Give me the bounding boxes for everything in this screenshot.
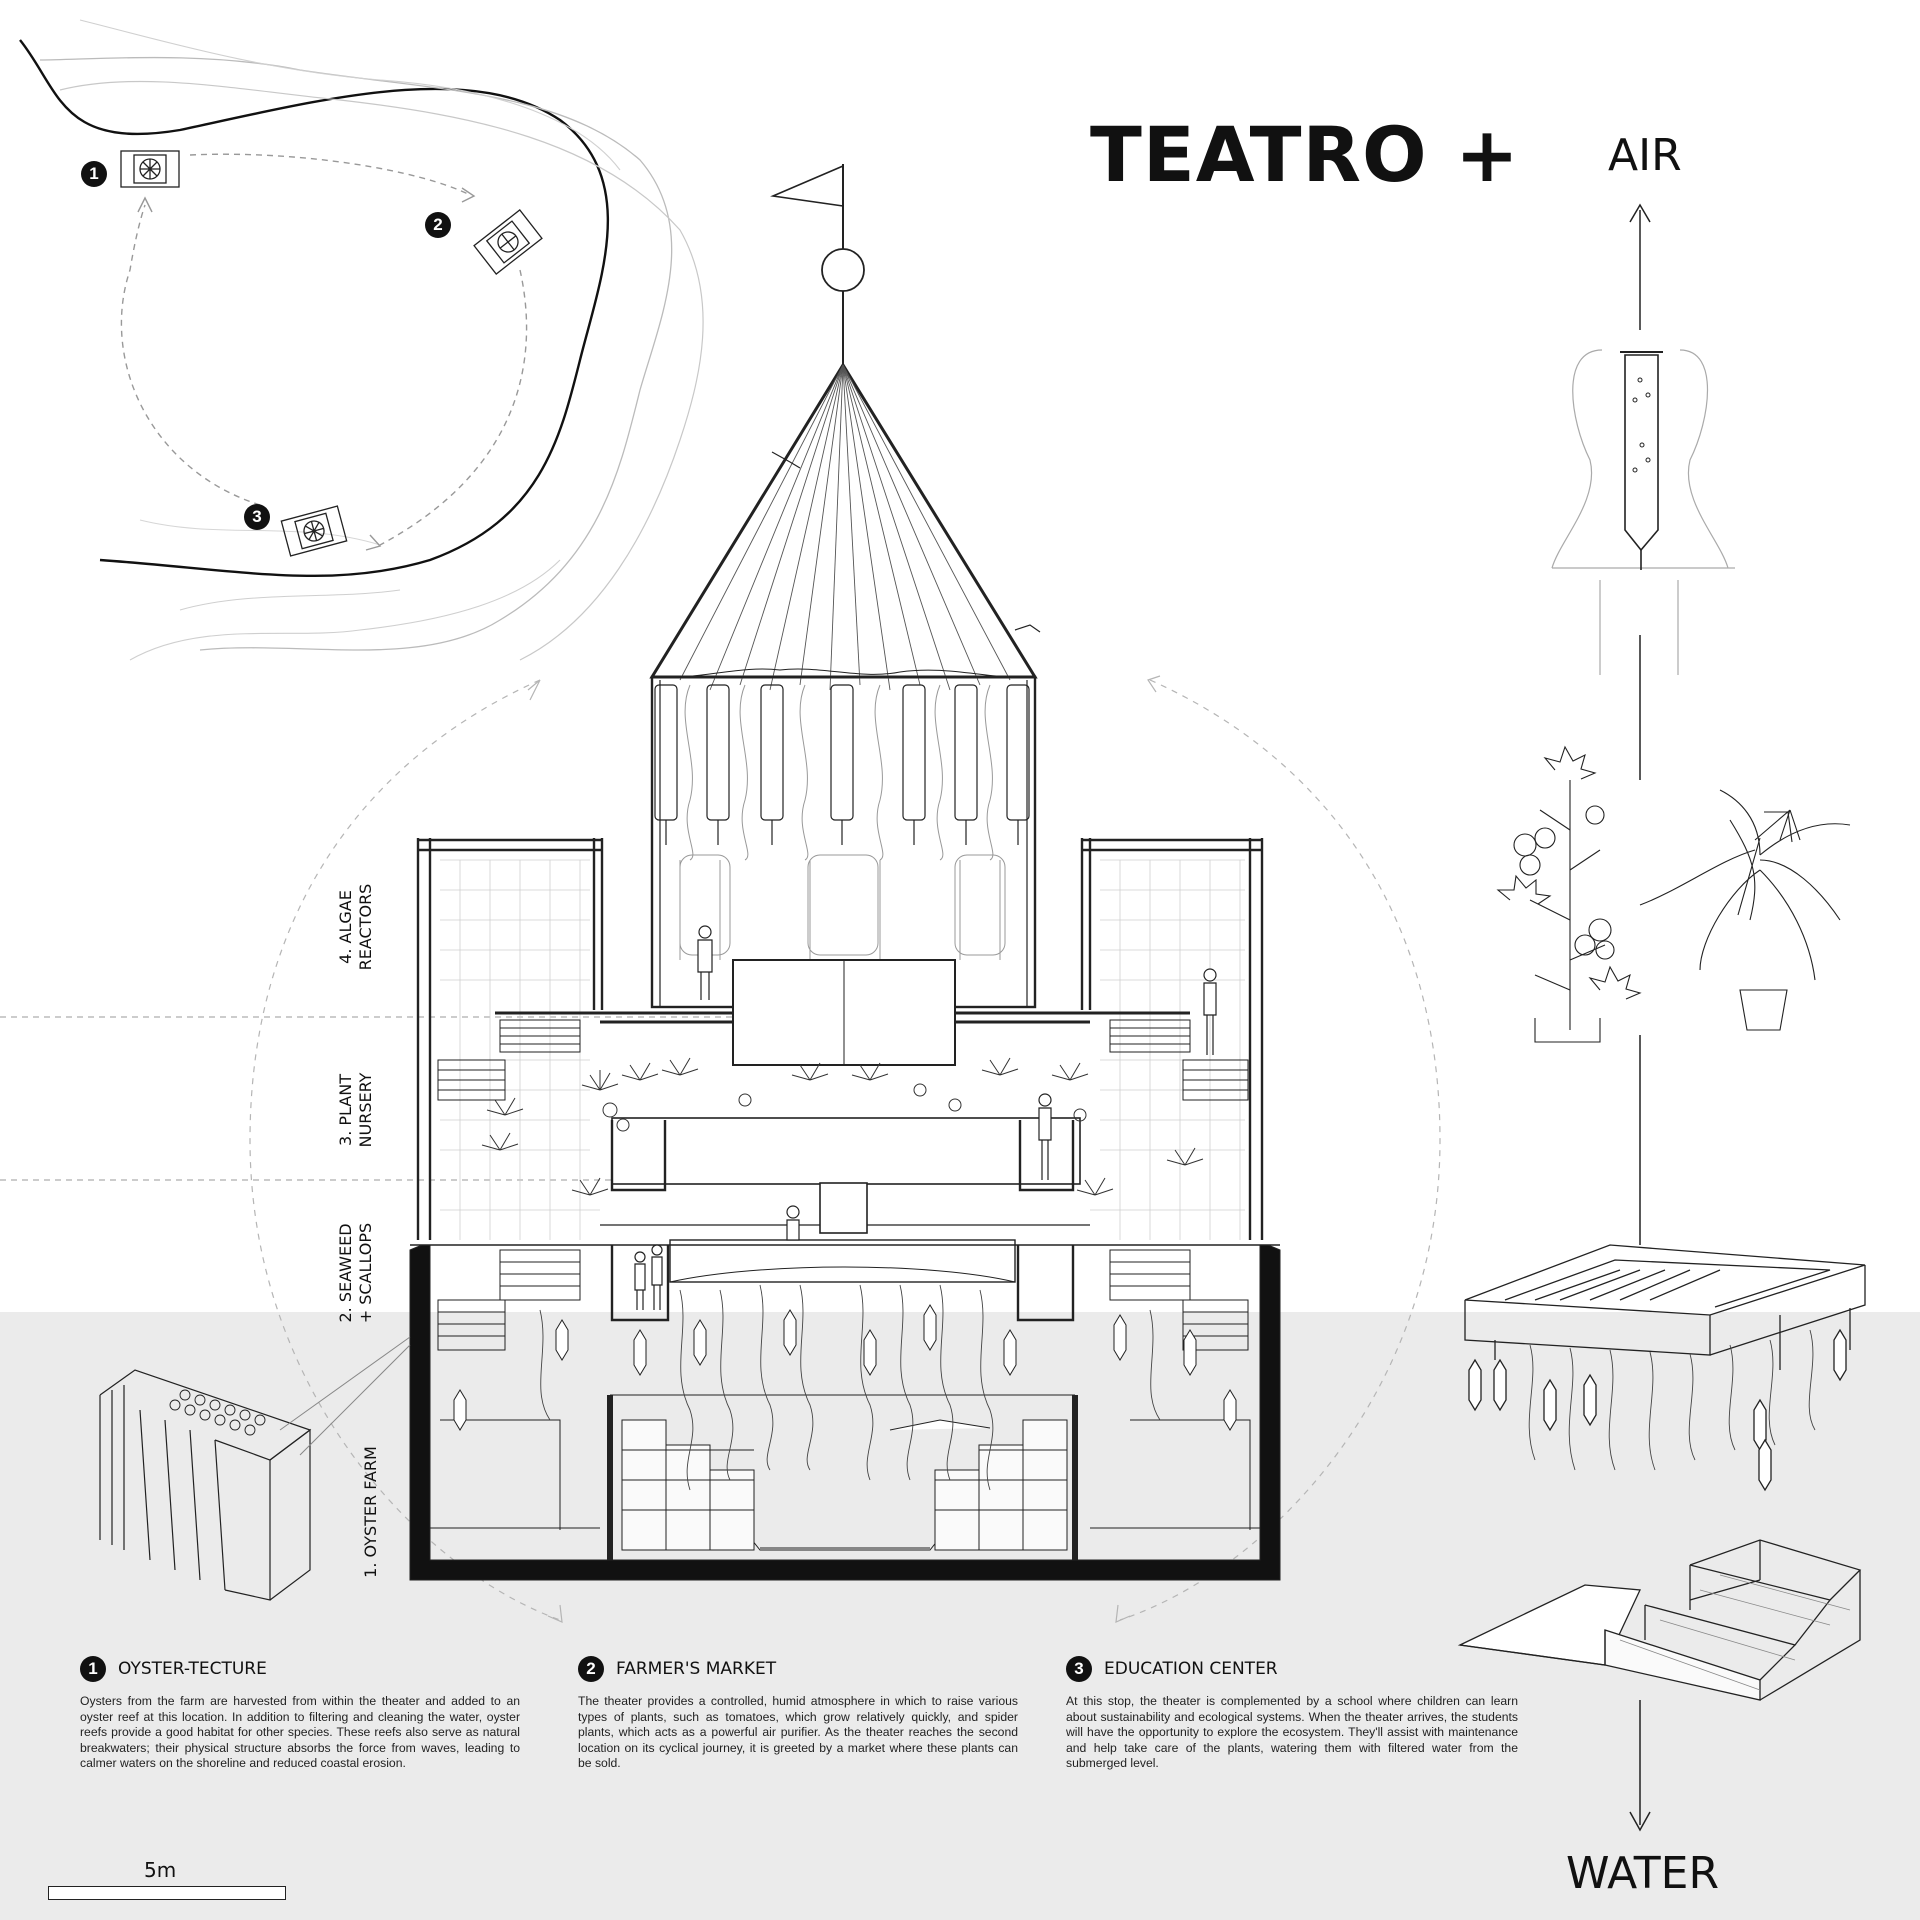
description-heading: FARMER'S MARKET: [616, 1659, 777, 1679]
description-farmers-market: 2 FARMER'S MARKET The theater provides a …: [578, 1656, 1018, 1772]
raft-illustration: [1464, 1244, 1866, 1492]
level-label-line: + SCALLOPS: [356, 1222, 375, 1324]
level-label-seaweed: 2. SEAWEED + SCALLOPS: [336, 1213, 376, 1333]
level-label-line: 3. PLANT: [336, 1074, 355, 1146]
map-stop-2: 2: [425, 212, 451, 238]
page-title: TEATRO +: [1090, 110, 1520, 199]
theater-section: [409, 164, 1281, 1581]
description-body: The theater provides a controlled, humid…: [578, 1694, 1018, 1771]
level-label-oyster: 1. OYSTER FARM: [361, 1442, 381, 1582]
site-map: [19, 19, 704, 661]
number-badge: 1: [80, 1656, 106, 1682]
level-label-nursery: 3. PLANT NURSERY: [336, 1060, 376, 1160]
map-stop-3: 3: [244, 504, 270, 530]
description-body: At this stop, the theater is complemente…: [1066, 1694, 1518, 1771]
scale-bar-rect: [48, 1886, 286, 1900]
oyster-detail: [99, 1336, 411, 1601]
plants-illustration: [1496, 745, 1851, 1043]
map-stop-1: 1: [81, 161, 107, 187]
description-body: Oysters from the farm are harvested from…: [80, 1694, 520, 1771]
reef-illustration: [1457, 1539, 1862, 1701]
description-education-center: 3 EDUCATION CENTER At this stop, the thea…: [1066, 1656, 1518, 1772]
level-label-line: 2. SEAWEED: [336, 1223, 355, 1323]
level-label-line: NURSERY: [356, 1072, 375, 1148]
level-label-line: 4. ALGAE: [336, 890, 355, 964]
algae-tube-illustration: [1551, 349, 1735, 675]
air-water-axis: [1629, 203, 1651, 1832]
description-heading: EDUCATION CENTER: [1104, 1659, 1278, 1679]
number-badge: 3: [1066, 1656, 1092, 1682]
level-label-algae: 4. ALGAE REACTORS: [336, 877, 376, 977]
description-heading: OYSTER-TECTURE: [118, 1659, 267, 1679]
number-badge: 2: [578, 1656, 604, 1682]
level-label-line: 1. OYSTER FARM: [361, 1446, 380, 1578]
water-label: WATER: [1566, 1848, 1720, 1899]
scale-label: 5m: [144, 1858, 177, 1882]
description-oyster-tecture: 1 OYSTER-TECTURE Oysters from the farm ar…: [80, 1656, 520, 1772]
air-label: AIR: [1608, 130, 1682, 181]
level-label-line: REACTORS: [356, 883, 375, 971]
